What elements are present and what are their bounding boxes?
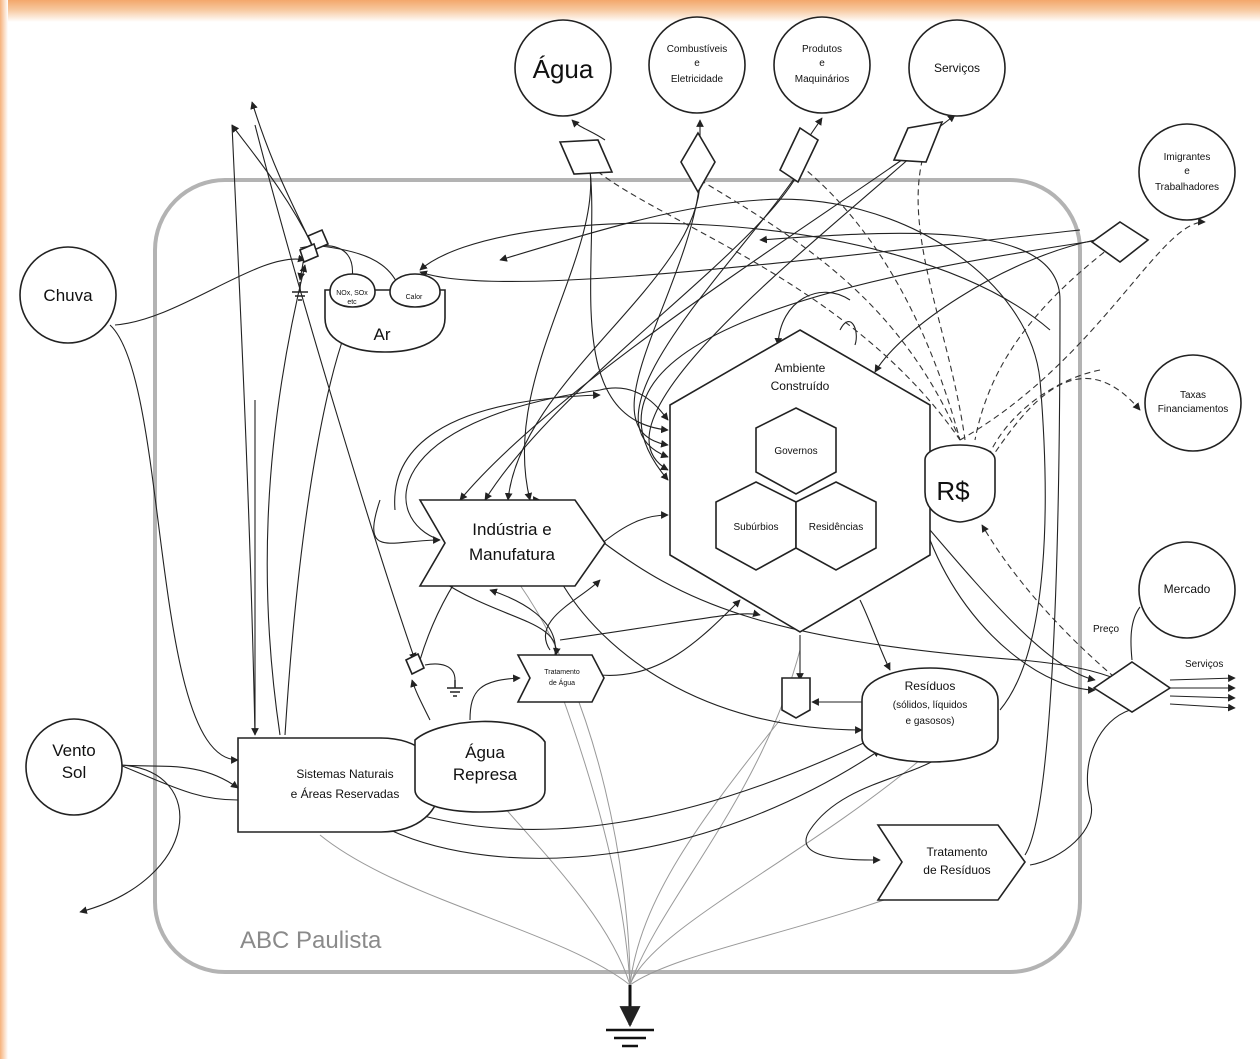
svg-text:etc: etc: [347, 299, 357, 306]
svg-text:Água: Água: [465, 743, 505, 762]
svg-text:Eletricidade: Eletricidade: [671, 74, 724, 85]
svg-text:Sistemas Naturais: Sistemas Naturais: [296, 767, 393, 781]
svg-text:(sólidos, líquidos: (sólidos, líquidos: [893, 700, 967, 711]
ar-left-cell: [329, 273, 376, 308]
preco-label: Preço: [1093, 624, 1120, 635]
source-produtos: Produtos e Maquinários: [773, 16, 871, 114]
svg-text:Mercado: Mercado: [1164, 582, 1211, 596]
industria-manufatura: Indústria e Manufatura: [418, 499, 606, 587]
svg-text:de Água: de Água: [549, 678, 575, 687]
svg-text:Indústria e: Indústria e: [472, 520, 551, 539]
svg-text:Vento: Vento: [52, 741, 96, 760]
svg-text:Taxas: Taxas: [1180, 390, 1206, 401]
money-storage: R$: [924, 444, 996, 523]
svg-text:Chuva: Chuva: [43, 286, 93, 305]
svg-text:Maquinários: Maquinários: [795, 74, 849, 85]
exchange-agua: [558, 139, 614, 175]
source-servicos: Serviços: [908, 19, 1006, 117]
exchange-combustiveis: [680, 131, 716, 194]
svg-text:de Resíduos: de Resíduos: [923, 863, 990, 877]
svg-text:Tratamento: Tratamento: [927, 845, 988, 859]
ambiente-construido: Ambiente Construído Governos Subúrbios R…: [669, 329, 931, 633]
ar-storage: NOx, SOx etc Calor Ar: [324, 273, 446, 353]
source-chuva: Chuva: [19, 246, 117, 344]
source-taxas: Taxas Financiamentos: [1144, 354, 1242, 452]
svg-text:e gasosos): e gasosos): [906, 716, 955, 727]
svg-text:e: e: [694, 58, 700, 69]
source-combustiveis: Combustíveis e Eletricidade: [648, 16, 746, 114]
money-flows: [589, 149, 1206, 691]
agua-represa: Água Represa: [414, 720, 546, 813]
svg-text:Subúrbios: Subúrbios: [733, 522, 778, 533]
source-vento-sol: Vento Sol: [25, 718, 123, 816]
svg-text:Serviços: Serviços: [934, 61, 980, 75]
svg-text:Ar: Ar: [374, 325, 391, 344]
exchange-diamonds: [558, 120, 1172, 713]
svg-text:R$: R$: [936, 476, 970, 506]
source-imigrantes: Imigrantes e Trabalhadores: [1138, 123, 1236, 221]
svg-text:Trabalhadores: Trabalhadores: [1155, 182, 1219, 193]
svg-text:Residências: Residências: [809, 522, 863, 533]
small-storage: [781, 677, 811, 719]
source-mercado: Mercado: [1138, 541, 1236, 639]
svg-text:Água: Água: [533, 54, 594, 84]
switch-ar: [299, 228, 330, 264]
region-label: ABC Paulista: [240, 927, 382, 954]
svg-text:Resíduos: Resíduos: [905, 679, 956, 693]
energy-flows: [79, 101, 1236, 986]
svg-text:NOx, SOx: NOx, SOx: [336, 290, 368, 297]
exchange-servicos: [892, 120, 944, 163]
tratamento-residuos: Tratamento de Resíduos: [876, 824, 1026, 901]
exchange-produtos: [778, 126, 820, 184]
ground-ar: [292, 282, 308, 301]
ground-represa: [447, 680, 463, 697]
exchange-mercado: [1092, 661, 1172, 713]
sistemas-naturais: Sistemas Naturais e Áreas Reservadas: [237, 737, 441, 833]
svg-text:Produtos: Produtos: [802, 44, 842, 55]
svg-text:Sol: Sol: [62, 763, 87, 782]
svg-text:e Áreas Reservadas: e Áreas Reservadas: [291, 786, 400, 801]
svg-text:Combustíveis: Combustíveis: [667, 44, 728, 55]
svg-text:Ambiente: Ambiente: [775, 361, 826, 375]
svg-text:Manufatura: Manufatura: [469, 545, 556, 564]
source-agua: Água: [514, 19, 612, 117]
residuos: Resíduos (sólidos, líquidos e gasosos): [861, 667, 999, 763]
svg-text:e: e: [819, 58, 825, 69]
tratamento-agua: Tratamento de Água: [516, 654, 605, 703]
svg-text:Imigrantes: Imigrantes: [1164, 152, 1211, 163]
system-boundary: [153, 178, 1082, 974]
exchange-imigrantes: [1090, 221, 1150, 263]
svg-text:e: e: [1184, 166, 1190, 177]
switch-represa: [404, 652, 426, 676]
servicos-out-label: Serviços: [1185, 659, 1223, 670]
svg-text:Tratamento: Tratamento: [544, 669, 580, 676]
svg-text:Construído: Construído: [771, 379, 830, 393]
hex-governos: [755, 407, 837, 495]
frame-left-edge: [0, 0, 8, 1059]
svg-text:Financiamentos: Financiamentos: [1158, 404, 1229, 415]
hex-residencias: [795, 481, 877, 571]
svg-text:Calor: Calor: [406, 294, 423, 301]
svg-text:Governos: Governos: [774, 446, 817, 457]
svg-text:Represa: Represa: [453, 765, 518, 784]
ar-right-cell: [389, 273, 441, 308]
heat-sink: [606, 985, 654, 1048]
